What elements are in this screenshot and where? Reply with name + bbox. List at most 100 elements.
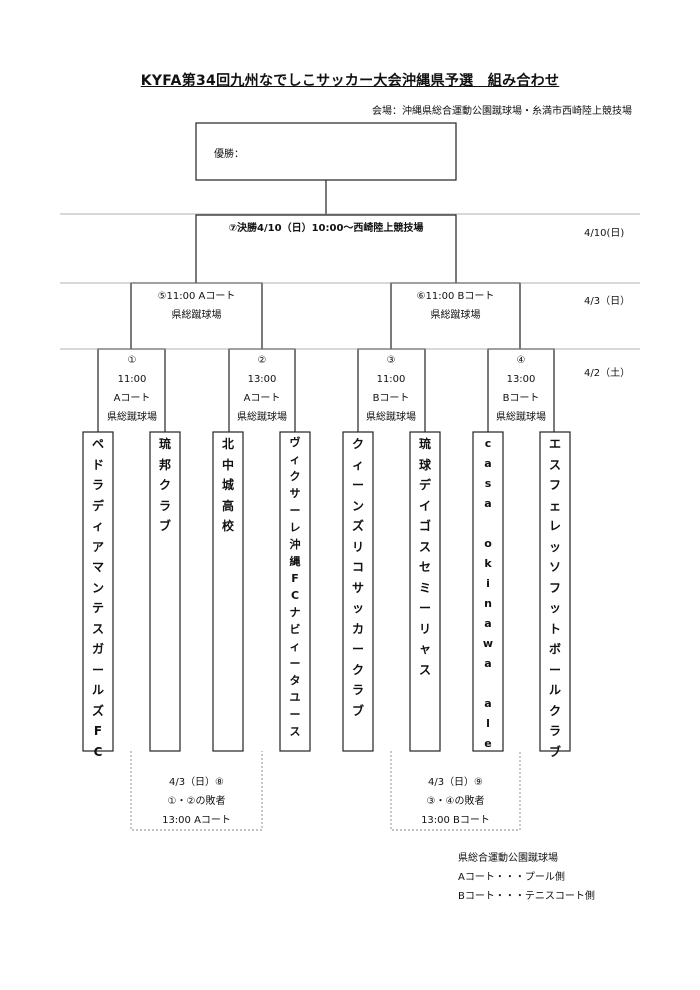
team-name-char: ス [548, 457, 561, 472]
team-name-char: サ [351, 580, 364, 595]
team-name-char: a [484, 617, 492, 630]
semifinal-6-place: 県総蹴球場 [430, 310, 481, 321]
team-name-char: エ [548, 437, 561, 451]
team-name-char: ー [418, 601, 431, 615]
placement-time: 13:00 Bコート [421, 815, 490, 826]
team-name-char: リ [418, 621, 431, 636]
team-name-char: ド [91, 457, 104, 472]
team-name-char: ゴ [418, 519, 431, 533]
round1-match-3: ③ 11:00 Bコート 県総蹴球場 [355, 351, 427, 427]
team-name-char: n [484, 597, 492, 610]
team-name-6: 琉球デイゴスセミーリャス [410, 434, 440, 680]
team-name-char: ミ [418, 580, 431, 595]
placement-date: 4/3（日）⑨ [427, 777, 484, 788]
team-name-char: 球 [418, 457, 431, 472]
team-box-1 [82, 431, 114, 752]
team-name-char: 城 [221, 478, 234, 492]
final-label: ⑦決勝4/10（日）10:00～西崎陸上競技場 [228, 223, 424, 234]
match-number: ③ [386, 355, 396, 366]
court-notes: 県総合運動公園蹴球場 Aコート・・・プール側 Bコート・・・テニスコート側 [458, 849, 595, 906]
team-name-char: タ [289, 674, 301, 687]
round1-match-2: ② 13:00 Aコート 県総蹴球場 [226, 351, 298, 427]
team-name-char: ィ [351, 457, 364, 472]
team-box-6 [409, 431, 441, 752]
placement-match-8: 4/3（日）⑧ ①・②の敗者 13:00 Aコート [131, 773, 262, 830]
team-name-char: ー [351, 642, 364, 656]
team-name-char [486, 514, 490, 534]
match-time: 13:00 [506, 374, 536, 385]
team-name-char: a [484, 697, 492, 710]
team-name-char: 中 [221, 457, 234, 472]
match-court: Aコート [243, 393, 281, 404]
semifinal-6-time: ⑥11:00 Bコート [416, 291, 495, 302]
team-name-char: C [290, 589, 300, 602]
team-name-char: ユ [289, 691, 301, 704]
team-name-char: ク [158, 478, 171, 492]
team-name-char: ー [289, 504, 301, 517]
placement-date: 4/3（日）⑧ [168, 777, 225, 788]
team-box-7 [472, 431, 504, 752]
court-notes-b: Bコート・・・テニスコート側 [458, 891, 595, 902]
team-name-char: ル [548, 683, 561, 697]
team-name-char: l [486, 717, 490, 730]
match-number: ② [257, 355, 267, 366]
team-name-char: デ [418, 478, 431, 492]
team-name-char: レ [289, 521, 301, 534]
team-name-char: ボ [548, 642, 561, 656]
team-name-char: s [484, 477, 492, 490]
team-name-char: ッ [351, 601, 364, 615]
team-name-char: ラ [91, 478, 104, 492]
team-name-char: ェ [548, 498, 561, 513]
team-name-char: ス [91, 621, 104, 636]
team-name-char: 邦 [158, 457, 171, 472]
team-name-char: マ [91, 560, 104, 574]
team-name-char: ク [351, 437, 364, 451]
team-name-char: ズ [91, 703, 104, 718]
match-place: 県総蹴球場 [496, 412, 546, 423]
semifinal-5-place: 県総蹴球場 [171, 310, 222, 321]
team-name-char: a [484, 657, 492, 670]
team-name-char: F [291, 572, 299, 585]
match-court: Bコート [372, 393, 410, 404]
venue-info: 会場：沖縄県総合運動公園蹴球場・糸満市西崎陸上競技場 [372, 106, 632, 117]
team-name-char: フ [548, 478, 561, 492]
match-court: Bコート [502, 393, 540, 404]
team-name-char: フ [548, 580, 561, 595]
team-box-2 [149, 431, 181, 752]
team-name-char: e [484, 737, 492, 750]
team-name-char: ャ [418, 642, 431, 656]
match-number: ① [127, 355, 137, 366]
team-name-char: ス [289, 725, 301, 738]
team-name-char: 沖 [289, 538, 301, 551]
team-name-char: ス [418, 662, 431, 677]
team-name-char: ビ [289, 623, 301, 636]
semifinal-date: 4/3（日） [584, 296, 631, 307]
round1-match-4: ④ 13:00 Bコート 県総蹴球場 [485, 351, 557, 427]
team-name-char: ン [91, 580, 104, 595]
team-name-char: ブ [548, 744, 561, 759]
placement-bracket-8 [130, 751, 263, 831]
team-box-3 [212, 431, 244, 752]
round1-date: 4/2（土） [584, 368, 631, 379]
team-name-char: ク [351, 662, 364, 677]
team-name-char: ー [91, 662, 104, 677]
team-name-char: ィ [91, 519, 104, 533]
team-name-char: ガ [91, 642, 104, 656]
match-place: 県総蹴球場 [237, 412, 287, 423]
team-name-char: a [484, 497, 492, 510]
team-name-char: C [93, 744, 103, 759]
team-name-char: ス [418, 539, 431, 554]
team-name-char: ラ [548, 724, 561, 738]
final-bracket [195, 214, 457, 283]
match-time: 13:00 [247, 374, 277, 385]
team-name-char: サ [289, 487, 301, 500]
round1-match-1: ① 11:00 Aコート 県総蹴球場 [96, 351, 168, 427]
team-name-char: ク [548, 703, 561, 718]
semifinal-5-time: ⑤11:00 Aコート [157, 291, 236, 302]
match-time: 11:00 [376, 374, 406, 385]
team-name-char: 校 [221, 519, 234, 533]
team-name-char: 高 [221, 498, 234, 513]
placement-match-9: 4/3（日）⑨ ③・④の敗者 13:00 Bコート [391, 773, 520, 830]
